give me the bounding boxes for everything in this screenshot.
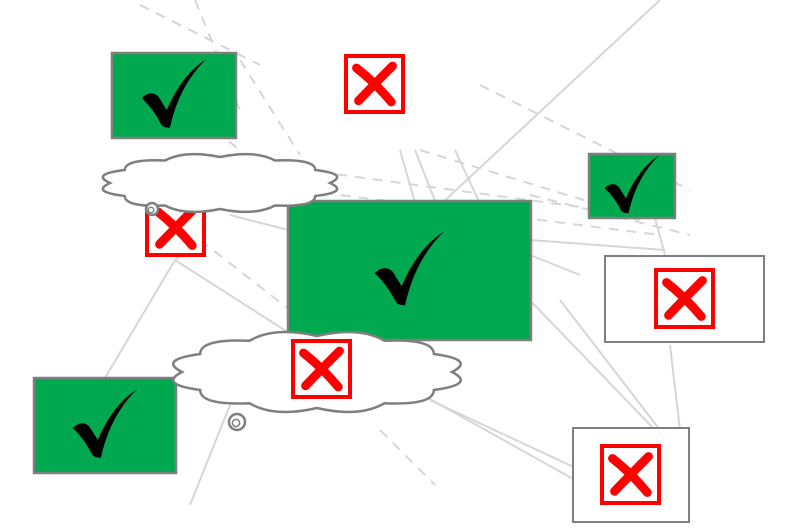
cross-stroke — [301, 346, 344, 391]
connector-line — [439, 0, 661, 206]
check-mark-icon — [72, 389, 138, 458]
connector-line — [529, 239, 666, 251]
cloud-upper-left — [101, 152, 339, 217]
connector-line — [669, 344, 681, 431]
cloud-tail-inner — [147, 206, 155, 214]
cross-cloud-center — [291, 339, 352, 399]
cross-box-right — [604, 255, 765, 343]
check-box-top-right — [587, 152, 677, 220]
cloud-tail-inner — [231, 418, 241, 428]
connector-line — [519, 289, 656, 431]
check-mark-icon — [141, 59, 207, 128]
connector-line — [429, 399, 581, 471]
cross-mark-icon — [299, 346, 344, 392]
cross-mark-icon — [662, 276, 707, 321]
cross-stroke — [610, 452, 653, 496]
connector-line-dashed — [239, 59, 301, 156]
check-mark-icon — [604, 155, 660, 214]
cross-stroke — [664, 276, 707, 320]
check-box-center — [286, 199, 533, 342]
check-box-top-left — [110, 51, 238, 140]
connector-line-dashed — [199, 239, 291, 311]
connector-line — [529, 254, 581, 276]
cross-top-center — [344, 54, 405, 114]
cross-mark-icon — [352, 61, 397, 107]
check-box-bottom-left — [32, 376, 178, 475]
diagram-nodes — [32, 51, 765, 523]
check-mark-icon — [374, 231, 445, 306]
cloud-shape — [101, 152, 339, 214]
overlay-marks — [291, 339, 352, 399]
cross-box-bottom-right — [572, 427, 690, 523]
connector-line — [174, 259, 301, 341]
connector-line-dashed — [139, 4, 261, 66]
connector-line-dashed — [419, 149, 601, 206]
connector-line-dashed — [479, 84, 691, 191]
cloud-tail-bubble — [227, 412, 247, 432]
cross-stroke — [354, 61, 397, 106]
connector-line-dashed — [379, 429, 436, 486]
connector-line — [559, 299, 661, 431]
connector-line-dashed — [529, 194, 691, 236]
connector-line — [104, 259, 176, 379]
cross-mark-icon — [608, 452, 653, 497]
